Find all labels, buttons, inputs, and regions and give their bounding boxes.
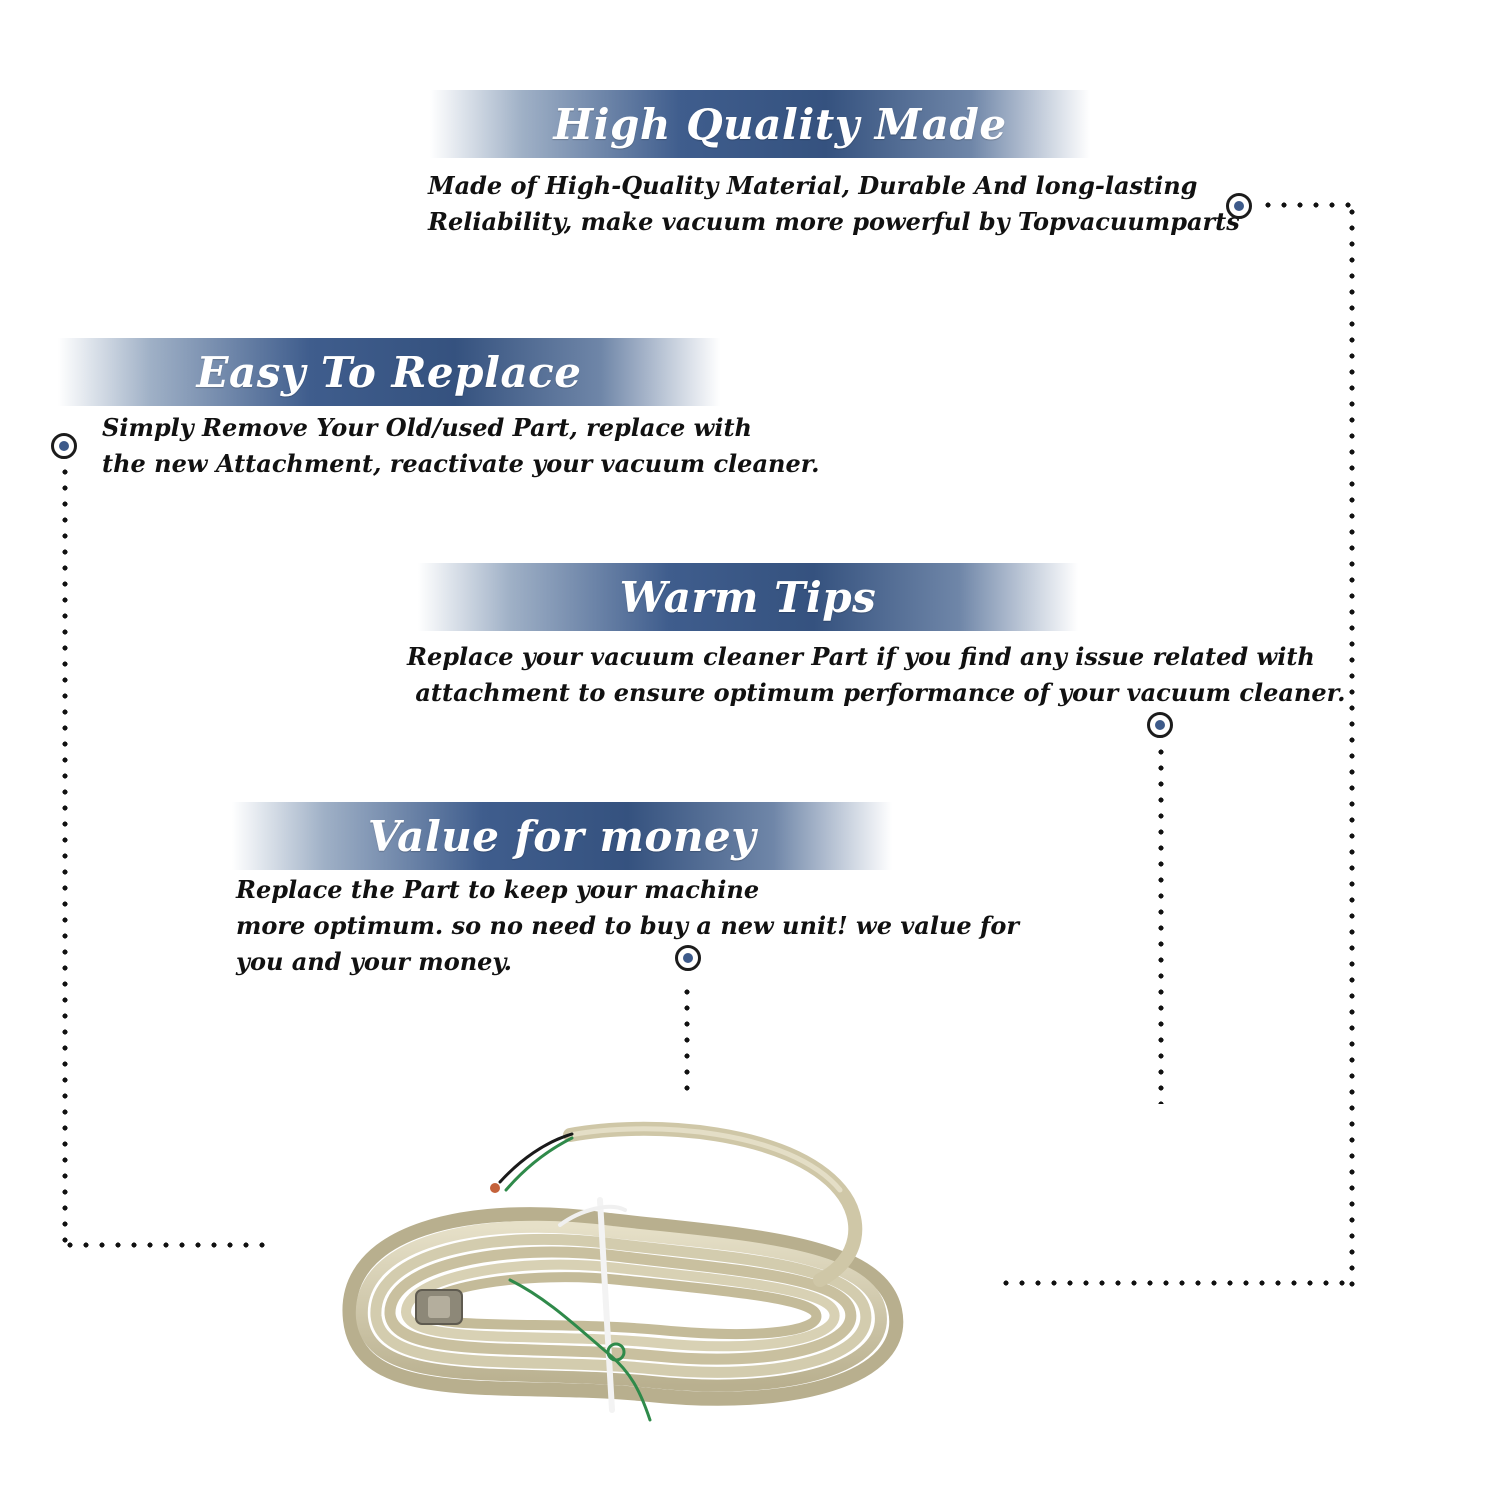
dotted-connector xyxy=(62,464,68,1250)
description-line: Replace your vacuum cleaner Part if you … xyxy=(407,642,1315,671)
description-line: Replace the Part to keep your machine xyxy=(236,875,760,904)
bullet-marker-icon xyxy=(51,433,77,459)
power-cord-image xyxy=(342,1121,904,1422)
dotted-connector xyxy=(998,1280,1354,1286)
bullet-marker-icon xyxy=(1147,712,1173,738)
feature-banner-easy-replace: Easy To Replace xyxy=(58,338,720,406)
description-line: Simply Remove Your Old/used Part, replac… xyxy=(102,413,752,442)
feature-title: Value for money xyxy=(367,811,757,861)
feature-banner-high-quality: High Quality Made xyxy=(430,90,1090,158)
feature-banner-warm-tips: Warm Tips xyxy=(418,563,1078,631)
feature-description-high-quality: Made of High-Quality Material, Durable A… xyxy=(428,168,1240,240)
feature-title: Easy To Replace xyxy=(196,347,582,397)
description-line: attachment to ensure optimum performance… xyxy=(407,678,1346,707)
description-line: you and your money. xyxy=(236,947,512,976)
dotted-connector xyxy=(1158,744,1164,1104)
description-line: the new Attachment, reactivate your vacu… xyxy=(102,449,820,478)
description-line: Reliability, make vacuum more powerful b… xyxy=(428,207,1240,236)
bullet-marker-icon xyxy=(1226,193,1252,219)
feature-description-easy-replace: Simply Remove Your Old/used Part, replac… xyxy=(102,410,820,482)
dotted-connector xyxy=(1260,202,1356,208)
feature-description-value-money: Replace the Part to keep your machine mo… xyxy=(236,872,1019,980)
dotted-connector xyxy=(62,1242,266,1248)
dotted-connector xyxy=(1349,204,1355,1290)
feature-title: High Quality Made xyxy=(553,99,1007,149)
description-line: Made of High-Quality Material, Durable A… xyxy=(428,171,1198,200)
feature-banner-value-money: Value for money xyxy=(232,802,892,870)
feature-title: Warm Tips xyxy=(619,572,877,622)
dotted-connector xyxy=(684,984,690,1092)
feature-description-warm-tips: Replace your vacuum cleaner Part if you … xyxy=(407,639,1345,711)
bullet-marker-icon xyxy=(675,945,701,971)
description-line: more optimum. so no need to buy a new un… xyxy=(236,911,1019,940)
